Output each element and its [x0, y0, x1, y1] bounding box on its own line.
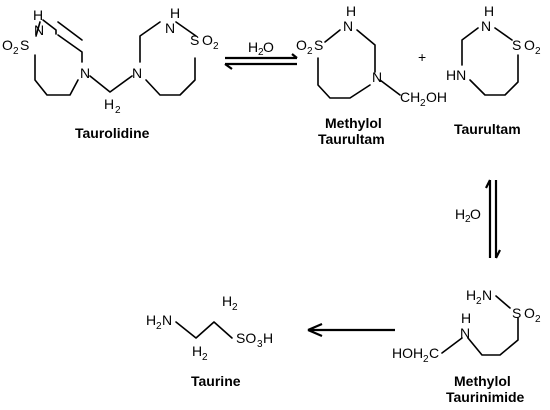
methylol-taurultam-structure: H N O 2 S N CH 2 OH Methylol Taurultam [296, 3, 447, 147]
methylol-taurultam-oh: OH [426, 89, 447, 105]
plus-sign: + [418, 49, 426, 65]
reagent2-o: O [470, 206, 481, 222]
methylol-taurultam-o2-sub: 2 [307, 46, 313, 57]
arrow-to-taurine [307, 322, 395, 338]
taurultam-name: Taurultam [454, 121, 521, 137]
methylol-taurinimide-hoh-sub: 2 [423, 354, 429, 365]
equilibrium-arrow-hydrolysis-2: H 2 O [455, 179, 501, 259]
taurolidine-left-ring-bonds [34, 19, 83, 96]
methylol-taurinimide-n: N [460, 325, 470, 341]
taurolidine-name: Taurolidine [75, 125, 150, 141]
methylol-taurinimide-h2n-n: N [482, 287, 492, 303]
reagent1-sub: 2 [258, 47, 264, 58]
methylol-taurultam-name-1: Methylol [325, 115, 382, 131]
taurultam-structure: H N S O 2 HN Taurultam [446, 3, 541, 137]
reagent2-h: H [455, 206, 465, 222]
taurine-h2-top-sub: 2 [232, 302, 238, 313]
methylol-taurultam-h: H [346, 3, 356, 19]
reverse-arrow-2 [485, 179, 492, 258]
reagent1-h: H [248, 39, 258, 55]
taurolidine-o2b: O [202, 32, 213, 48]
methylol-taurinimide-h2n-h: H [466, 287, 476, 303]
taurine-so3h-sub: 3 [257, 339, 263, 350]
taurolidine-s2: S [190, 32, 199, 48]
taurolidine-bridge-h: H [104, 96, 114, 112]
taurine-so3h-h: H [263, 330, 273, 346]
taurolidine-o2a: O [2, 37, 13, 53]
methylol-taurinimide-c: C [429, 345, 439, 361]
taurine-structure: H 2 N H 2 H 2 SO 3 H Taurine [146, 293, 273, 389]
taurolidine-bridge-bonds [89, 75, 133, 93]
taurolidine-o2b-sub: 2 [213, 41, 219, 52]
methylol-taurultam-o2: O [296, 37, 307, 53]
taurolidine-n2: N [80, 65, 90, 81]
reverse-arrow-1 [224, 62, 297, 70]
taurultam-s: S [512, 37, 521, 53]
taurultam-o2-sub: 2 [535, 46, 541, 57]
taurolidine-s1: S [20, 37, 29, 53]
taurolidine-structure: H N O 2 S N H N S O 2 N H 2 Taurolidine [2, 5, 219, 141]
taurolidine-h1: H [33, 7, 43, 23]
taurolidine-n1: N [34, 22, 44, 38]
taurultam-hn: HN [446, 67, 466, 83]
methylol-taurinimide-structure: H 2 N S O 2 H N HOH 2 C Methylol Taurini… [392, 287, 541, 405]
taurine-h2n-h: H [146, 312, 156, 328]
taurolidine-right-ring-bonds [139, 21, 197, 96]
methylol-taurinimide-bonds [441, 295, 519, 356]
taurine-h2n-sub: 2 [156, 321, 162, 332]
reagent1-o: O [263, 39, 274, 55]
methylol-taurinimide-hoh: HOH [392, 345, 423, 361]
methylol-taurinimide-name-1: Methylol [454, 373, 511, 389]
taurolidine-h3: H [170, 5, 180, 21]
taurine-h2-bottom: H [192, 343, 202, 359]
taurine-bonds [175, 321, 233, 339]
methylol-taurinimide-h2n-sub: 2 [476, 296, 482, 307]
equilibrium-arrow-hydrolysis-1: H 2 O [224, 39, 298, 70]
taurine-h2-top: H [222, 293, 232, 309]
methylol-taurultam-s: S [314, 37, 323, 53]
methylol-taurultam-ch-sub: 2 [420, 98, 426, 109]
taurine-name: Taurine [191, 373, 241, 389]
taurolidine-left-ring-top-bonds [35, 21, 83, 41]
taurine-so3h: SO [236, 330, 256, 346]
taurolidine-o2a-sub: 2 [13, 46, 19, 57]
methylol-taurinimide-o2-sub: 2 [535, 314, 541, 325]
methylol-taurultam-chain [379, 79, 401, 96]
taurine-h2-bottom-sub: 2 [202, 352, 208, 363]
forward-arrow-2 [494, 180, 501, 259]
reaction-arrow-3 [307, 322, 395, 338]
taurultam-o2: O [524, 37, 535, 53]
forward-arrow-1 [225, 53, 298, 60]
taurultam-n-top: N [481, 18, 491, 34]
taurolidine-n4: N [132, 65, 142, 81]
reagent2-sub: 2 [465, 214, 471, 225]
taurine-h2n-n: N [162, 312, 172, 328]
methylol-taurultam-ch: CH [400, 89, 420, 105]
methylol-taurinimide-name-2: Taurinimide [446, 389, 525, 405]
taurolidine-n3: N [165, 20, 175, 36]
taurultam-ring-bonds [461, 27, 519, 96]
taurolidine-bridge-sub: 2 [115, 105, 121, 116]
methylol-taurinimide-s: S [512, 305, 521, 321]
methylol-taurultam-n-ring: N [372, 69, 382, 85]
methylol-taurultam-n-top: N [343, 18, 353, 34]
methylol-taurultam-name-2: Taurultam [318, 131, 385, 147]
methylol-taurultam-ring-bonds [317, 29, 376, 99]
taurultam-h: H [484, 3, 494, 19]
methylol-taurinimide-h: H [461, 310, 471, 326]
methylol-taurinimide-o2: O [524, 305, 535, 321]
